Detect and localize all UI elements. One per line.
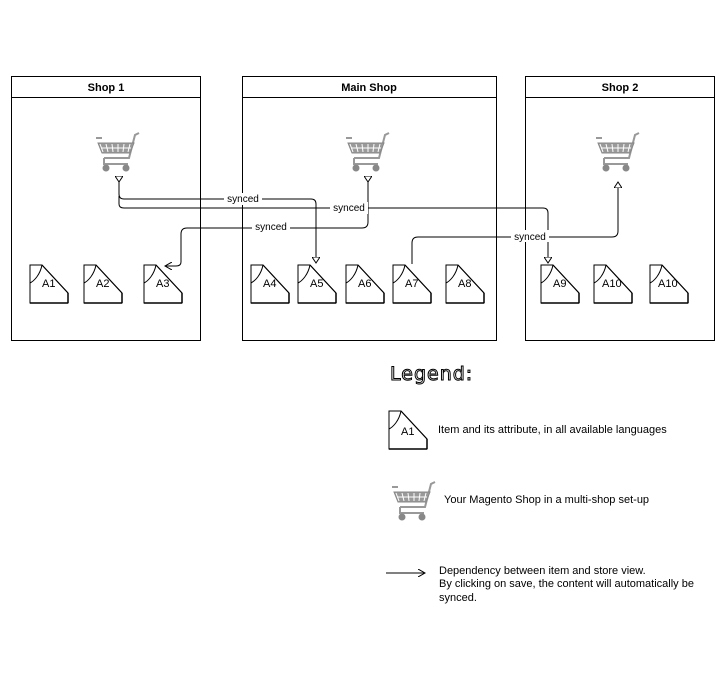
document-icon: A1 <box>29 264 69 304</box>
item-label-a1: A1 <box>42 278 55 290</box>
item-label-a10: A10 <box>602 278 622 290</box>
legend-shop-text: Your Magento Shop in a multi-shop set-up <box>444 494 649 506</box>
item-label-a7: A7 <box>405 278 418 290</box>
legend-arrow-text-3: synced. <box>439 592 477 604</box>
shop-2-title: Shop 2 <box>602 82 639 94</box>
document-icon: A10 <box>649 264 689 304</box>
document-icon: A3 <box>143 264 183 304</box>
connector-label: synced <box>333 203 365 214</box>
item-label-a2: A2 <box>96 278 109 290</box>
shop-2-panel: Shop 2 A9 A10 A10 <box>525 76 715 341</box>
document-icon: A10 <box>593 264 633 304</box>
legend-arrow-text-1: Dependency between item and store view. <box>439 565 646 577</box>
item-label-a6: A6 <box>358 278 371 290</box>
item-label-a3: A3 <box>156 278 169 290</box>
item-label-a4: A4 <box>263 278 276 290</box>
document-icon: A4 <box>250 264 290 304</box>
connector-shop1-a9 <box>124 207 548 263</box>
connector-label: synced <box>514 232 546 243</box>
item-label-a10-second: A10 <box>658 278 678 290</box>
document-icon: A5 <box>297 264 337 304</box>
item-label-a8: A8 <box>458 278 471 290</box>
connector-main-cart-a3 <box>165 182 368 266</box>
connector-label: synced <box>255 222 287 233</box>
main-shop-title: Main Shop <box>341 82 397 94</box>
shop-1-title: Shop 1 <box>88 82 125 94</box>
document-icon: A6 <box>345 264 385 304</box>
legend-title: Legend: <box>390 363 473 385</box>
item-label-a9: A9 <box>553 278 566 290</box>
shopping-cart-icon <box>391 481 436 522</box>
document-icon: A9 <box>540 264 580 304</box>
item-label-a5: A5 <box>310 278 323 290</box>
document-icon: A7 <box>392 264 432 304</box>
legend-item-text: Item and its attribute, in all available… <box>438 424 667 436</box>
legend: Legend: A1 Item and its attribute, in al… <box>386 363 694 604</box>
connector-label: synced <box>227 194 259 205</box>
legend-arrow-text-2: By clicking on save, the content will au… <box>439 578 694 590</box>
document-icon: A1 <box>388 410 428 450</box>
document-icon: A2 <box>83 264 123 304</box>
document-icon: A8 <box>445 264 485 304</box>
legend-item-icon-label: A1 <box>401 426 414 438</box>
